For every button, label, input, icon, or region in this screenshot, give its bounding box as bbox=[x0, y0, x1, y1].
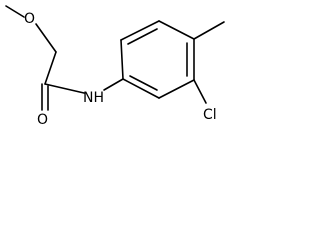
bond-oxygen-methylene bbox=[35, 23, 57, 53]
ring-bond-6 bbox=[122, 78, 160, 99]
bond-carbonyl-nitrogen bbox=[44, 83, 85, 94]
bond-methylene-carbonyl bbox=[44, 51, 57, 85]
ring-bond-2 bbox=[120, 20, 160, 41]
ring-inner-bond-a bbox=[127, 28, 158, 45]
bond-nitrogen-ring bbox=[103, 78, 124, 91]
bond-ring-methyl bbox=[193, 21, 225, 40]
bond-ring-chlorine bbox=[193, 79, 207, 104]
carbonyl-oxygen-label: O bbox=[37, 112, 48, 128]
ring-bond-1 bbox=[120, 39, 124, 80]
ring-bond-3 bbox=[158, 20, 195, 40]
ether-oxygen-label: O bbox=[24, 11, 35, 27]
ring-bond-5 bbox=[158, 79, 195, 99]
structure-drawing: O O NH Cl bbox=[5, 5, 225, 128]
bond-methoxy-methyl bbox=[5, 5, 25, 18]
chlorine-label: Cl bbox=[203, 107, 217, 123]
structure-canvas: O O NH Cl bbox=[0, 0, 238, 146]
ring-inner-bond-c bbox=[129, 75, 158, 91]
amide-nitrogen-label: NH bbox=[83, 90, 104, 106]
